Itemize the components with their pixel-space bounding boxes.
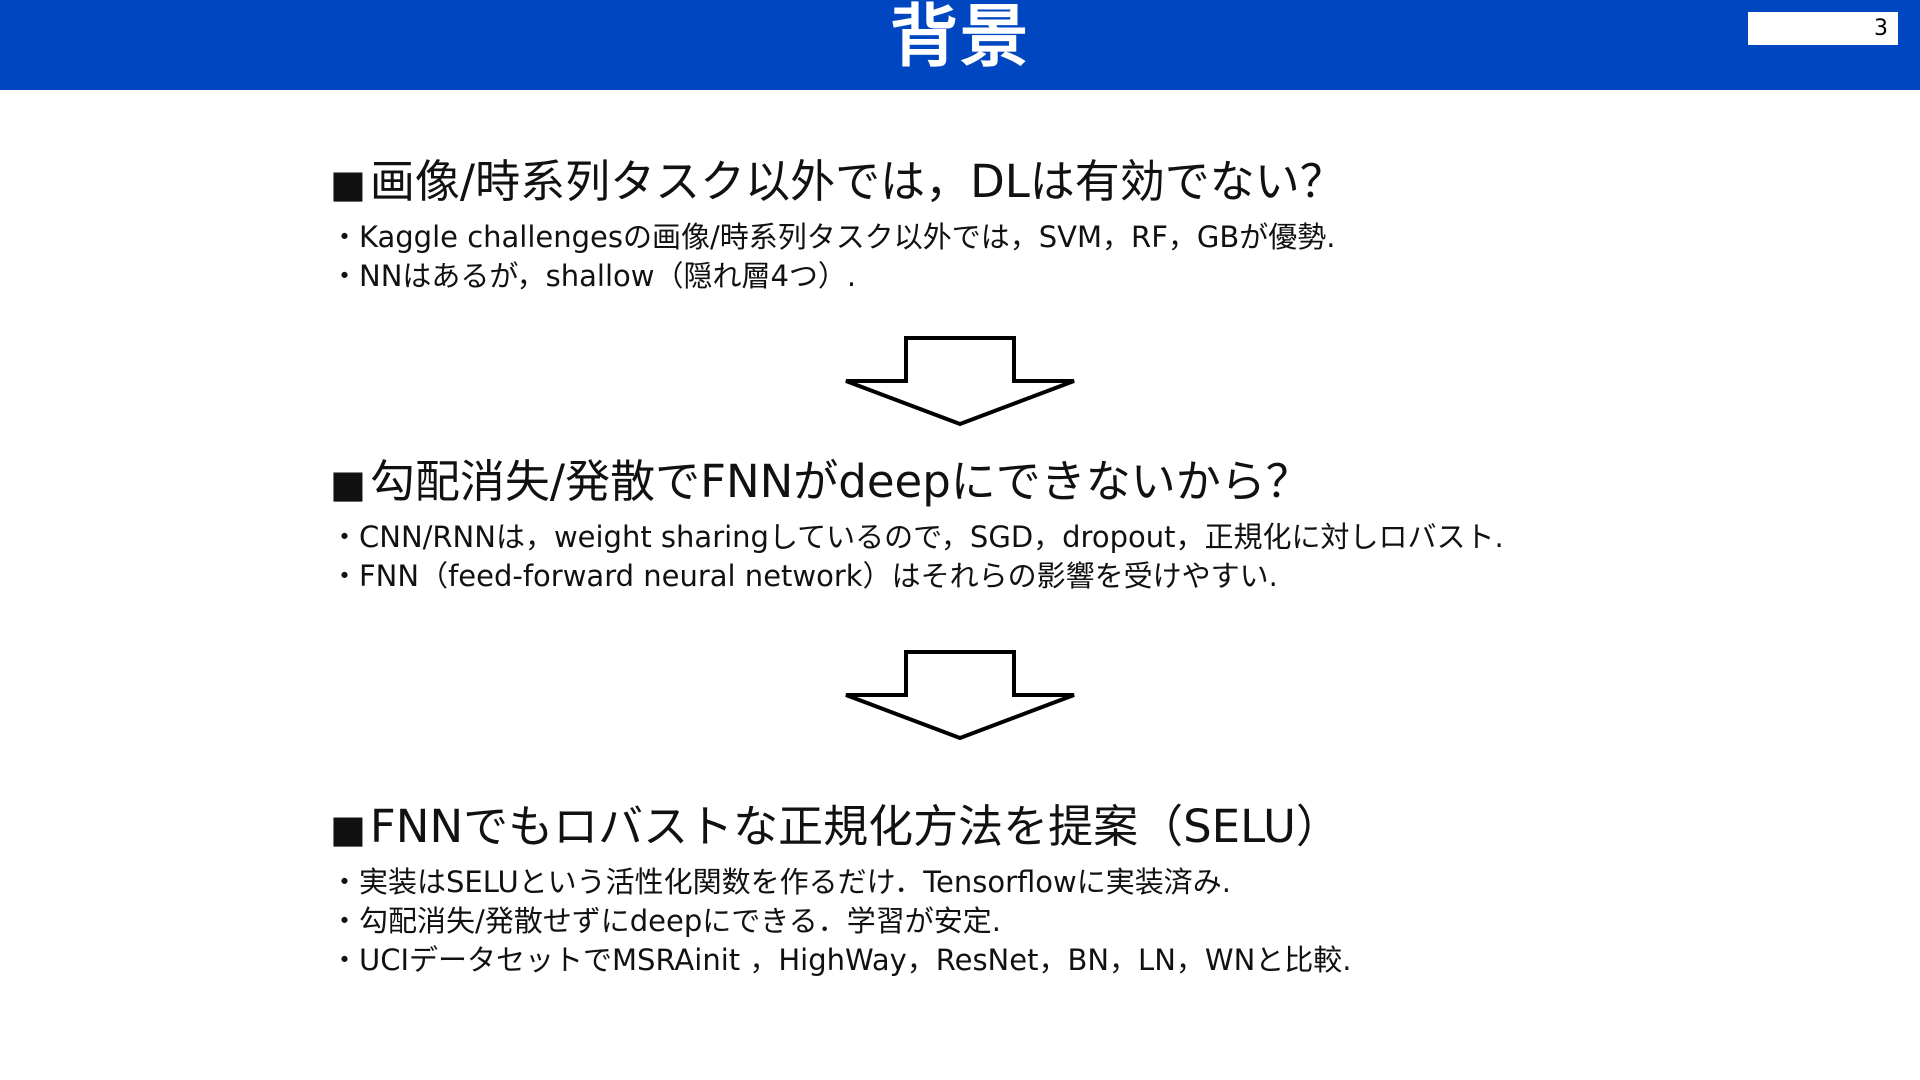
section-heading-text: 勾配消失/発散でFNNがdeepにできないから？ [369, 455, 1311, 508]
section-3: ■FNNでもロバストな正規化方法を提案（SELU） ・実装はSELUという活性化… [330, 797, 1810, 980]
square-bullet-icon: ■ [330, 807, 366, 851]
bullet-item: ・実装はSELUという活性化関数を作るだけ．Tensorflowに実装済み. [330, 865, 1231, 899]
bullet-list: ・CNN/RNNは，weight sharingしているので，SGD，dropo… [330, 518, 1810, 596]
bullet-item: ・Kaggle challengesの画像/時系列タスク以外では，SVM，RF，… [330, 220, 1336, 254]
bullet-item: ・NNはあるが，shallow（隠れ層4つ）. [330, 259, 857, 293]
bullet-item: ・UCIデータセットでMSRAinit ，HighWay，ResNet，BN，L… [330, 943, 1352, 977]
bullet-item: ・勾配消失/発散せずにdeepにできる．学習が安定. [330, 904, 1001, 938]
bullet-list: ・Kaggle challengesの画像/時系列タスク以外では，SVM，RF，… [330, 218, 1810, 296]
slide-title: 背景 [889, 0, 1030, 77]
section-1: ■画像/時系列タスク以外では，DLは有効でない？ ・Kaggle challen… [330, 152, 1810, 296]
section-heading: ■勾配消失/発散でFNNがdeepにできないから？ [330, 452, 1810, 514]
square-bullet-icon: ■ [330, 162, 366, 206]
section-heading: ■画像/時系列タスク以外では，DLは有効でない？ [330, 152, 1810, 214]
section-heading-text: FNNでもロバストな正規化方法を提案（SELU） [369, 800, 1341, 853]
bullet-item: ・CNN/RNNは，weight sharingしているので，SGD，dropo… [330, 520, 1504, 554]
bullet-item: ・FNN（feed-forward neural network）はそれらの影響… [330, 559, 1278, 593]
page-number: 3 [1748, 12, 1898, 45]
title-bar [0, 0, 1920, 90]
section-heading-text: 画像/時系列タスク以外では，DLは有効でない？ [369, 155, 1345, 208]
section-heading: ■FNNでもロバストな正規化方法を提案（SELU） [330, 797, 1810, 859]
down-arrow-icon [845, 336, 1075, 427]
square-bullet-icon: ■ [330, 462, 366, 506]
bullet-list: ・実装はSELUという活性化関数を作るだけ．Tensorflowに実装済み. ・… [330, 863, 1810, 980]
section-2: ■勾配消失/発散でFNNがdeepにできないから？ ・CNN/RNNは，weig… [330, 452, 1810, 596]
down-arrow-icon [845, 650, 1075, 741]
